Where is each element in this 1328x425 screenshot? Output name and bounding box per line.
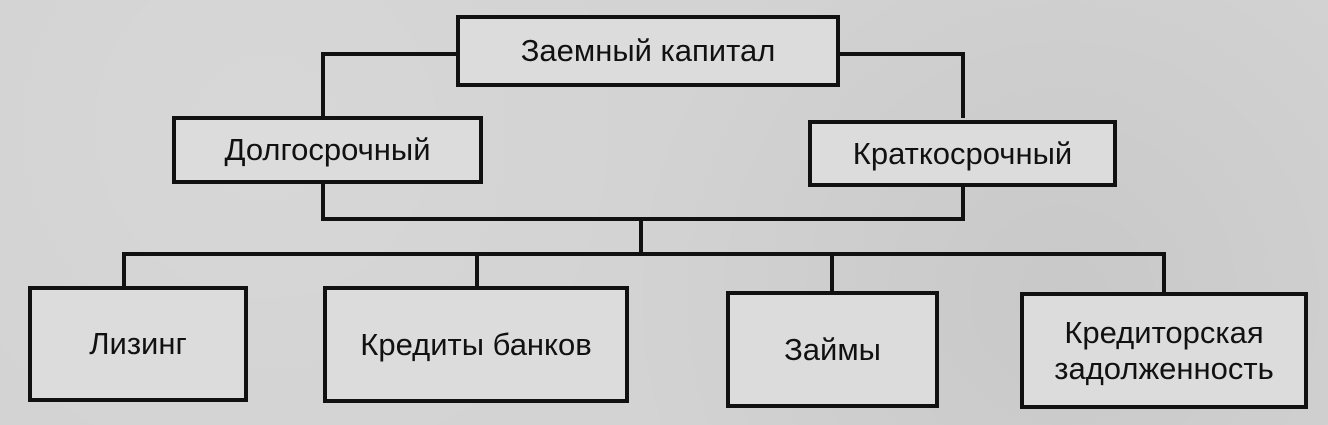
bank-credits-label: Кредиты банков bbox=[360, 326, 592, 362]
leasing-label: Лизинг bbox=[89, 326, 187, 362]
connector-root-to-left bbox=[321, 52, 460, 118]
accounts-payable-label: Кредиторская задолженность bbox=[1054, 314, 1274, 386]
connector-root-to-right bbox=[838, 52, 965, 118]
long-term-label: Долгосрочный bbox=[224, 132, 431, 168]
leasing-box: Лизинг bbox=[28, 286, 248, 402]
long-term-box: Долгосрочный bbox=[172, 116, 483, 184]
accounts-payable-box: Кредиторская задолженность bbox=[1020, 292, 1308, 409]
root-node-label: Заемный капитал bbox=[520, 33, 776, 69]
bank-credits-box: Кредиты банков bbox=[323, 286, 629, 403]
short-term-label: Краткосрочный bbox=[852, 135, 1073, 171]
short-term-box: Краткосрочный bbox=[808, 120, 1117, 187]
loans-label: Займы bbox=[784, 331, 881, 367]
loans-box: Займы bbox=[726, 291, 939, 408]
root-node-box: Заемный капитал bbox=[456, 15, 840, 87]
